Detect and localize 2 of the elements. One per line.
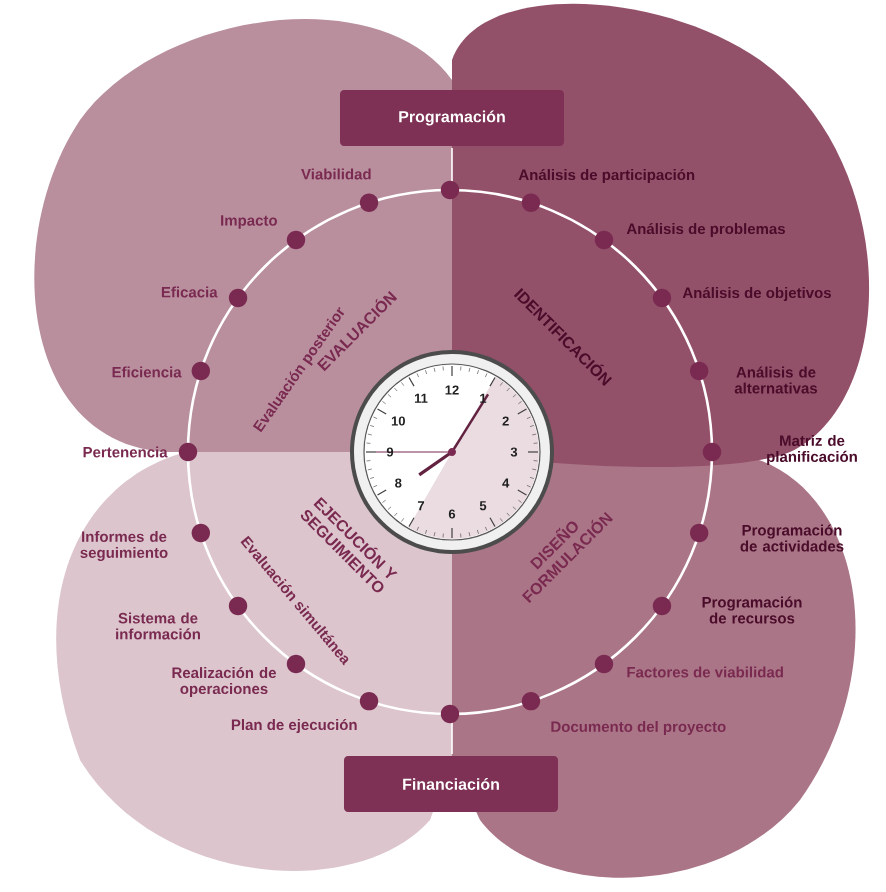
phase-box: Programación bbox=[340, 90, 564, 146]
phase-box: Financiación bbox=[344, 756, 558, 812]
